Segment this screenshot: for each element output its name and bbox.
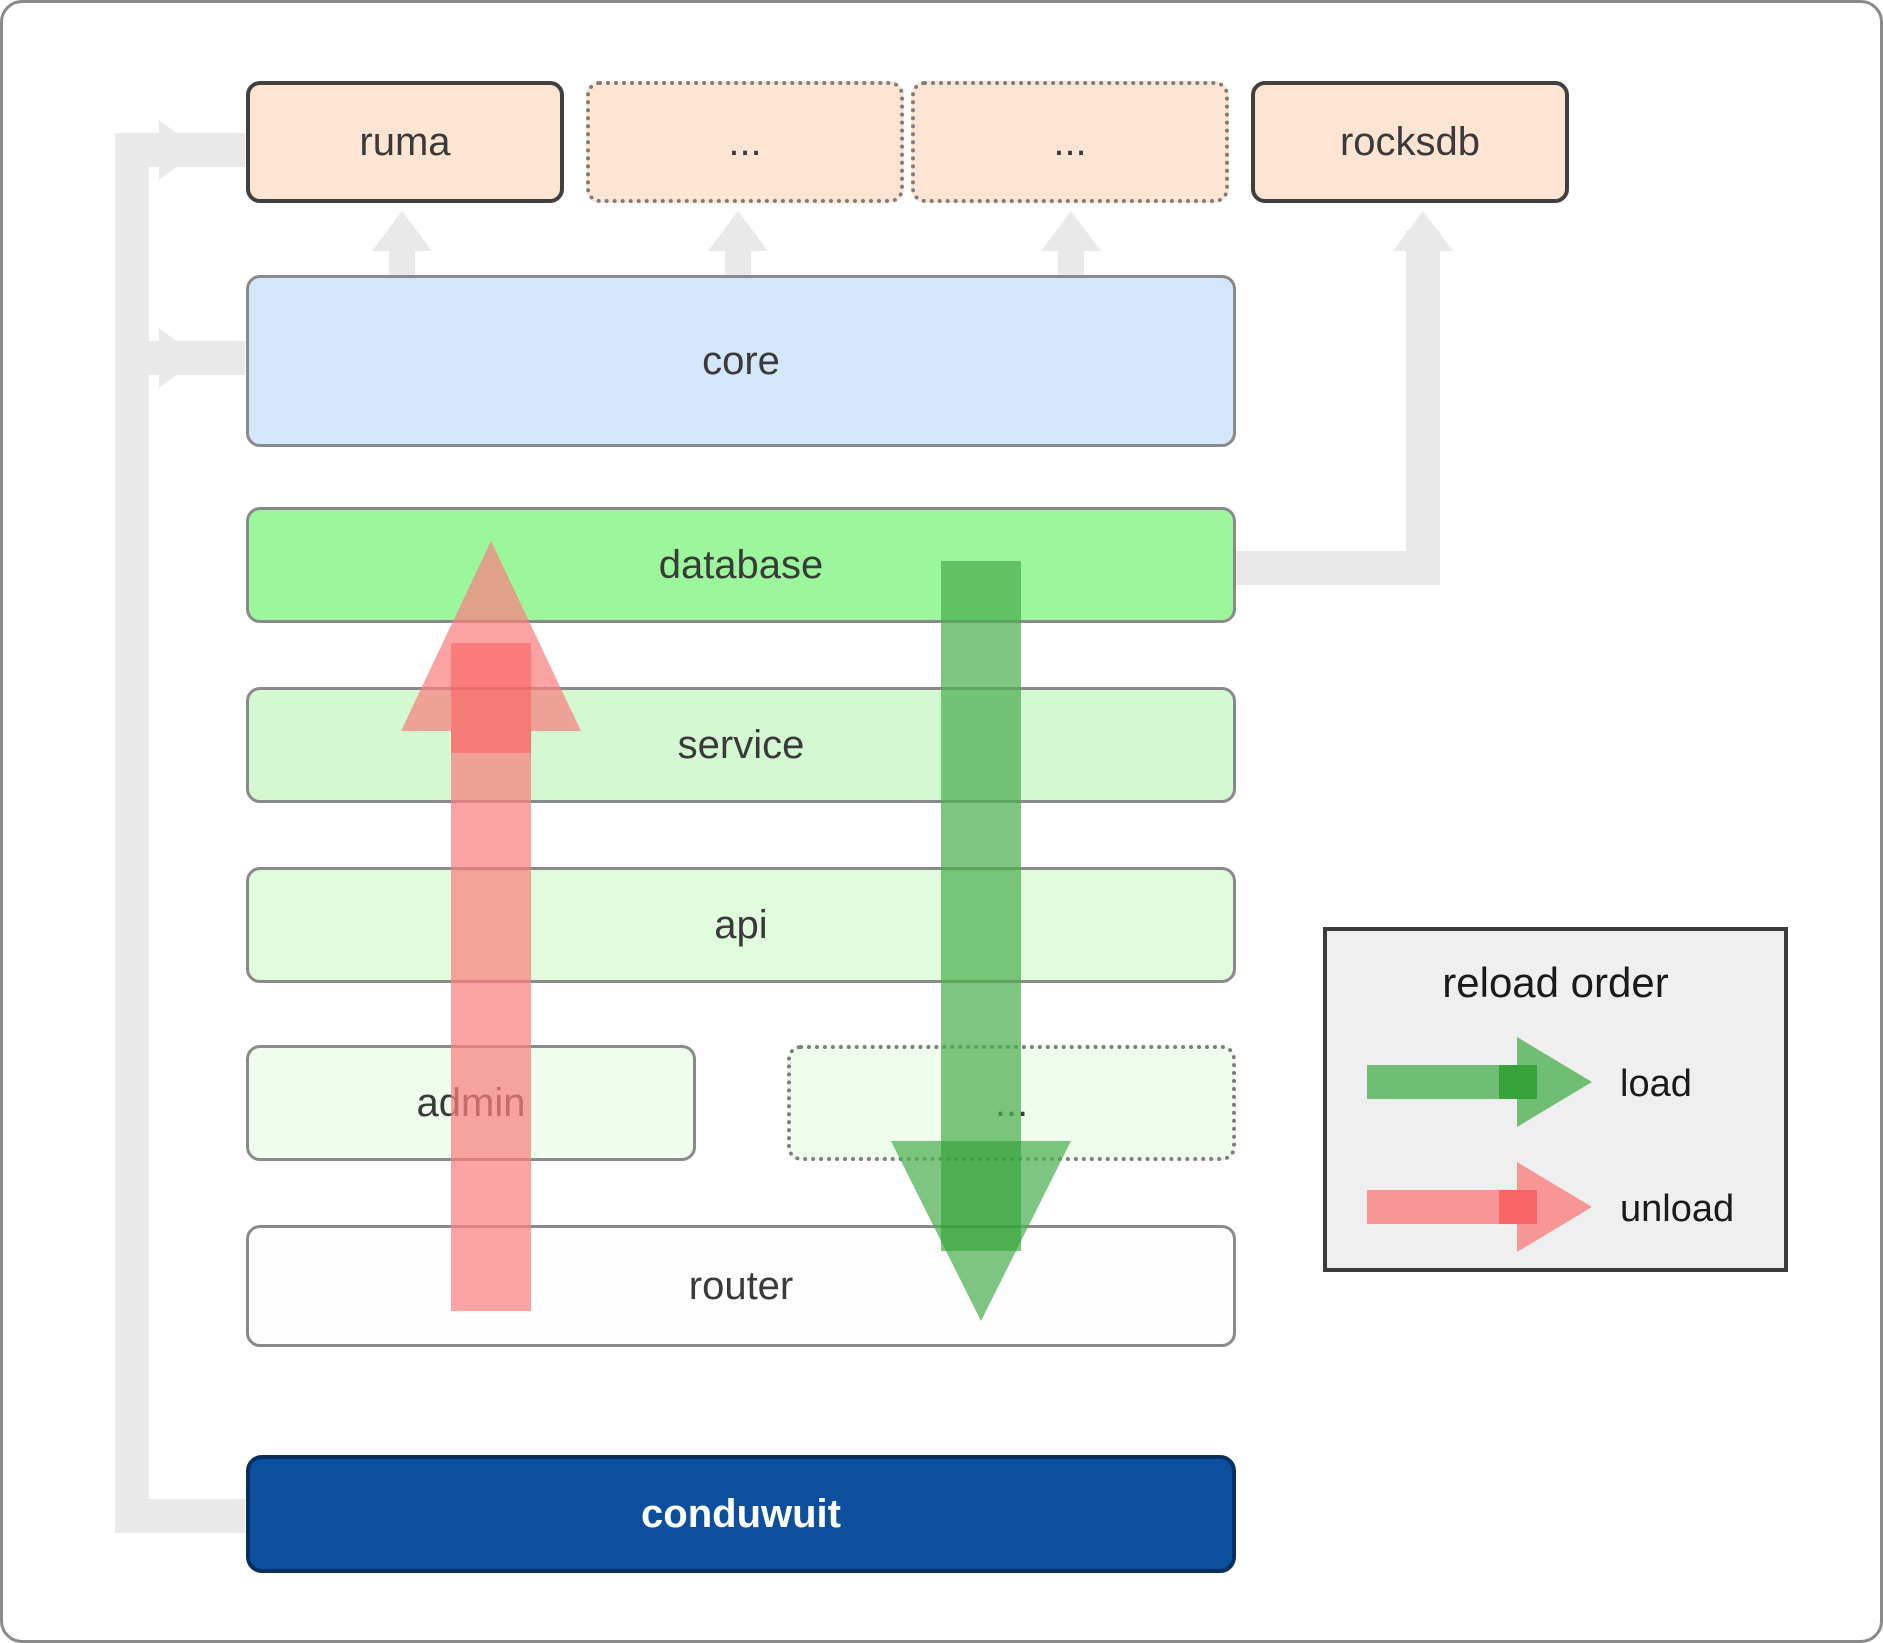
legend-label-load: load — [1620, 1063, 1692, 1105]
unload-arrow-overlay — [391, 541, 591, 1311]
crate-label: ... — [1053, 119, 1087, 164]
crate-label: ... — [728, 119, 762, 164]
connector-core-to-ruma-arrowhead — [372, 211, 432, 251]
connector-core-to-dots1-arrowhead — [708, 211, 768, 251]
crate-box-rocksdb[interactable]: rocksdb — [1251, 81, 1569, 203]
connector-core-to-dots2-arrowhead — [1041, 211, 1101, 251]
crate-label: rocksdb — [1339, 119, 1481, 164]
binary-label: conduwuit — [641, 1491, 841, 1536]
layer-label: service — [677, 722, 805, 767]
layer-label: api — [714, 902, 768, 947]
connector-to-core-arrowhead — [159, 328, 199, 388]
legend-row-load: load — [1327, 1037, 1784, 1132]
crate-label: ruma — [359, 119, 451, 164]
connector-database-to-rocksdb-horizontal — [1233, 551, 1423, 585]
connector-to-conduwuit — [115, 1499, 245, 1533]
layer-box-api[interactable]: api — [246, 867, 1236, 983]
load-arrow-overlap-highlight — [941, 1141, 1021, 1251]
binary-box-conduwuit[interactable]: conduwuit — [246, 1455, 1236, 1573]
layer-box-core[interactable]: core — [246, 275, 1236, 447]
layer-box-router[interactable]: router — [246, 1225, 1236, 1347]
legend-label-unload: unload — [1620, 1188, 1735, 1230]
load-arrow-overlay — [881, 561, 1081, 1321]
unload-arrow-icon — [1367, 1162, 1592, 1257]
connector-to-ruma-arrowhead — [159, 120, 199, 180]
layer-label: core — [702, 338, 780, 383]
legend-row-unload: unload — [1327, 1162, 1784, 1257]
layer-label: database — [658, 542, 824, 587]
layer-box-service[interactable]: service — [246, 687, 1236, 803]
legend-title: reload order — [1442, 959, 1669, 1006]
crate-box-placeholder-1[interactable]: ... — [586, 81, 904, 203]
layer-box-database[interactable]: database — [246, 507, 1236, 623]
layer-label: router — [688, 1263, 794, 1308]
connector-database-to-rocksdb-vertical — [1406, 231, 1440, 585]
legend-panel: reload order load unload — [1323, 927, 1788, 1272]
load-arrow-icon — [1367, 1037, 1592, 1132]
unload-arrow-overlap-highlight — [451, 643, 531, 753]
connector-database-to-rocksdb-arrowhead — [1393, 211, 1453, 251]
crate-box-ruma[interactable]: ruma — [246, 81, 564, 203]
crate-box-placeholder-2[interactable]: ... — [911, 81, 1229, 203]
